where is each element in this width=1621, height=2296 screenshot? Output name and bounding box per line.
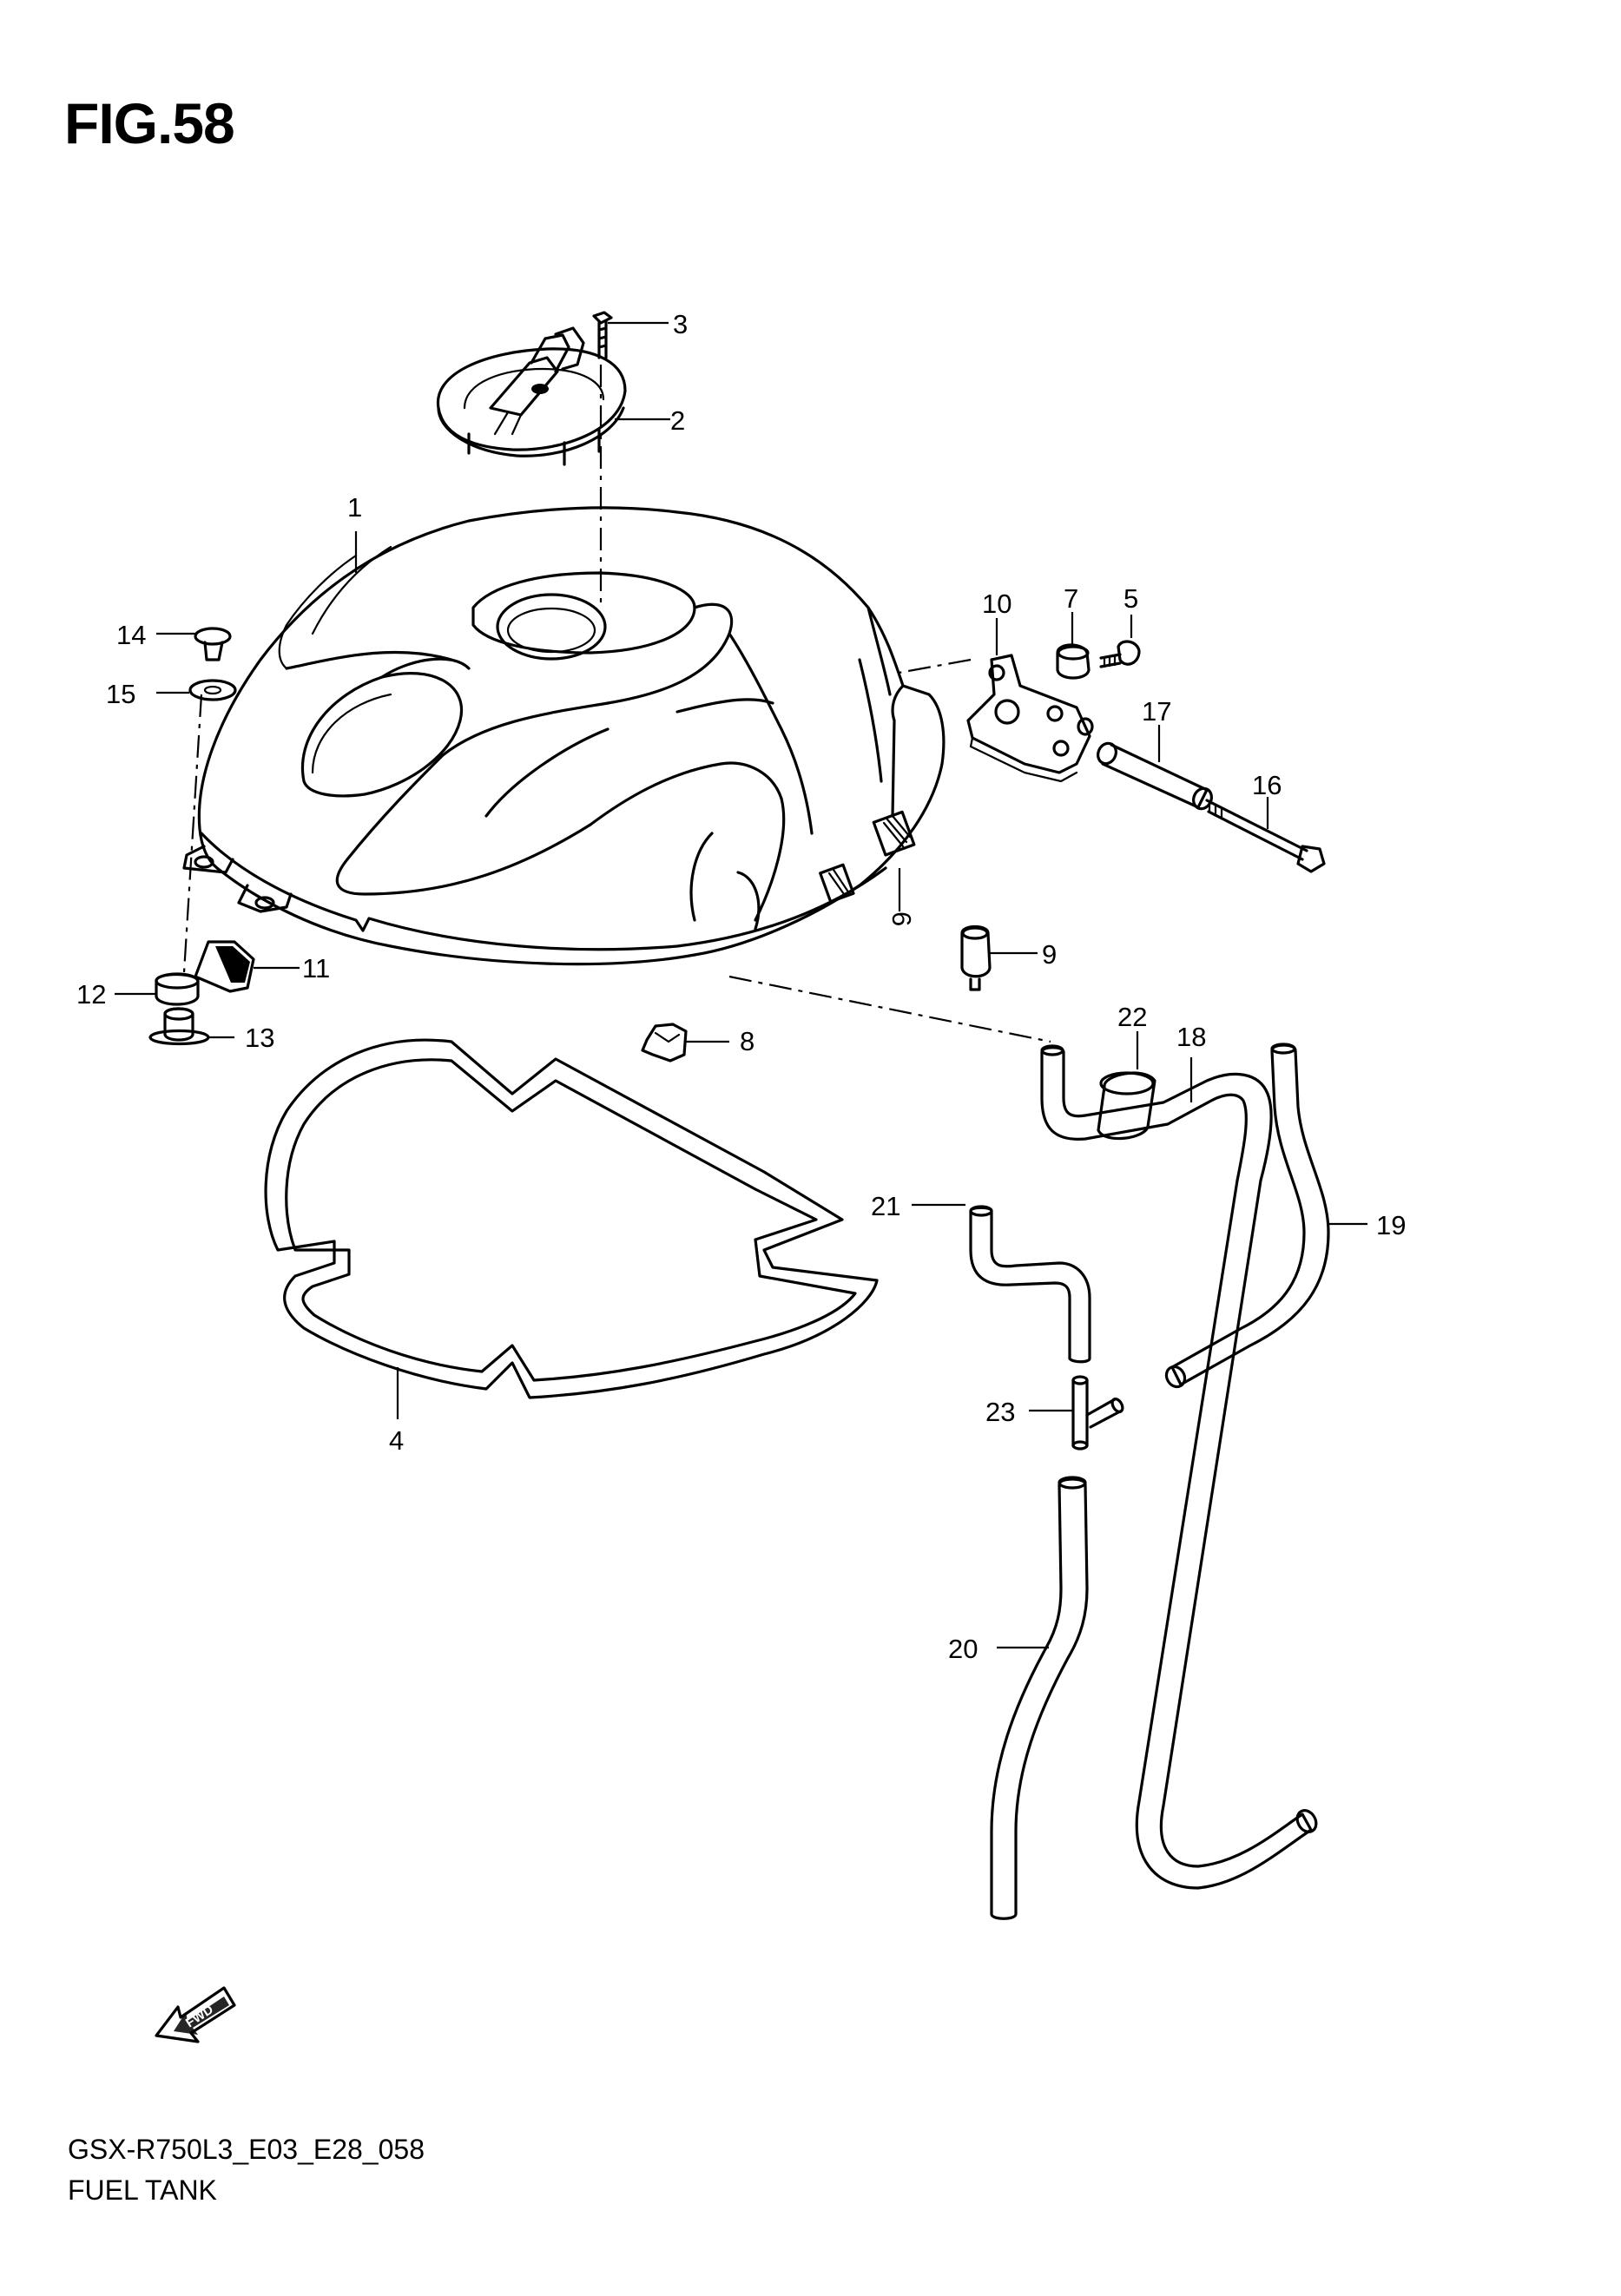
callout-13: 13	[245, 1023, 274, 1053]
tank-gasket	[264, 1038, 879, 1399]
callout-19: 19	[1376, 1210, 1406, 1240]
callout-10: 10	[982, 589, 1011, 619]
tank-bracket	[966, 654, 1094, 783]
screw-14	[194, 627, 232, 661]
clip	[641, 1023, 688, 1062]
clamp-ring	[1097, 1071, 1156, 1141]
washer-15	[188, 679, 237, 701]
callout-9: 9	[1042, 939, 1057, 970]
grommet	[960, 924, 992, 991]
reference-lines	[115, 321, 1367, 1649]
hose-19	[1164, 1043, 1330, 1389]
fuel-tank	[182, 506, 946, 966]
callout-16: 16	[1252, 770, 1282, 800]
three-way-joint	[1071, 1375, 1124, 1451]
callout-4: 4	[389, 1425, 404, 1456]
figure-title: FIG.58	[64, 91, 235, 155]
pad-11	[194, 940, 255, 993]
callout-8: 8	[740, 1026, 754, 1056]
hose-20	[990, 1476, 1089, 1920]
callout-7: 7	[1064, 583, 1078, 614]
cushion	[1056, 643, 1091, 680]
callout-1: 1	[347, 492, 362, 523]
callout-15: 15	[106, 679, 135, 709]
callout-5: 5	[1123, 583, 1138, 614]
callout-20: 20	[948, 1634, 978, 1664]
hose-18	[1040, 1044, 1318, 1890]
collar-13	[148, 1007, 210, 1046]
callout-11: 11	[302, 953, 330, 984]
fwd-arrow-icon: FWD	[155, 1986, 236, 2043]
figure-caption: FUEL TANK	[68, 2174, 217, 2206]
collar	[1097, 741, 1213, 811]
callout-3: 3	[673, 309, 688, 339]
callout-2: 2	[670, 405, 685, 436]
long-bolt	[1205, 799, 1326, 873]
callout-6: 6	[886, 911, 917, 926]
fuel-cap-assembly	[436, 326, 627, 466]
callout-17: 17	[1142, 696, 1171, 727]
callout-18: 18	[1176, 1022, 1206, 1052]
callout-21: 21	[871, 1191, 900, 1221]
callout-23: 23	[985, 1397, 1015, 1427]
callout-22: 22	[1117, 1002, 1147, 1032]
bracket-bolt	[1099, 640, 1141, 668]
callout-12: 12	[76, 979, 106, 1010]
cap-screw	[592, 311, 613, 359]
callout-14: 14	[116, 620, 146, 650]
model-code: GSX-R750L3_E03_E28_058	[68, 2134, 425, 2165]
cushion-12	[155, 972, 200, 1006]
hose-21	[969, 1205, 1091, 1364]
callout-labels: 1 2 3 4 5 6 7 8 9 10 11 12 13 14 15 16 1…	[76, 309, 1406, 1664]
